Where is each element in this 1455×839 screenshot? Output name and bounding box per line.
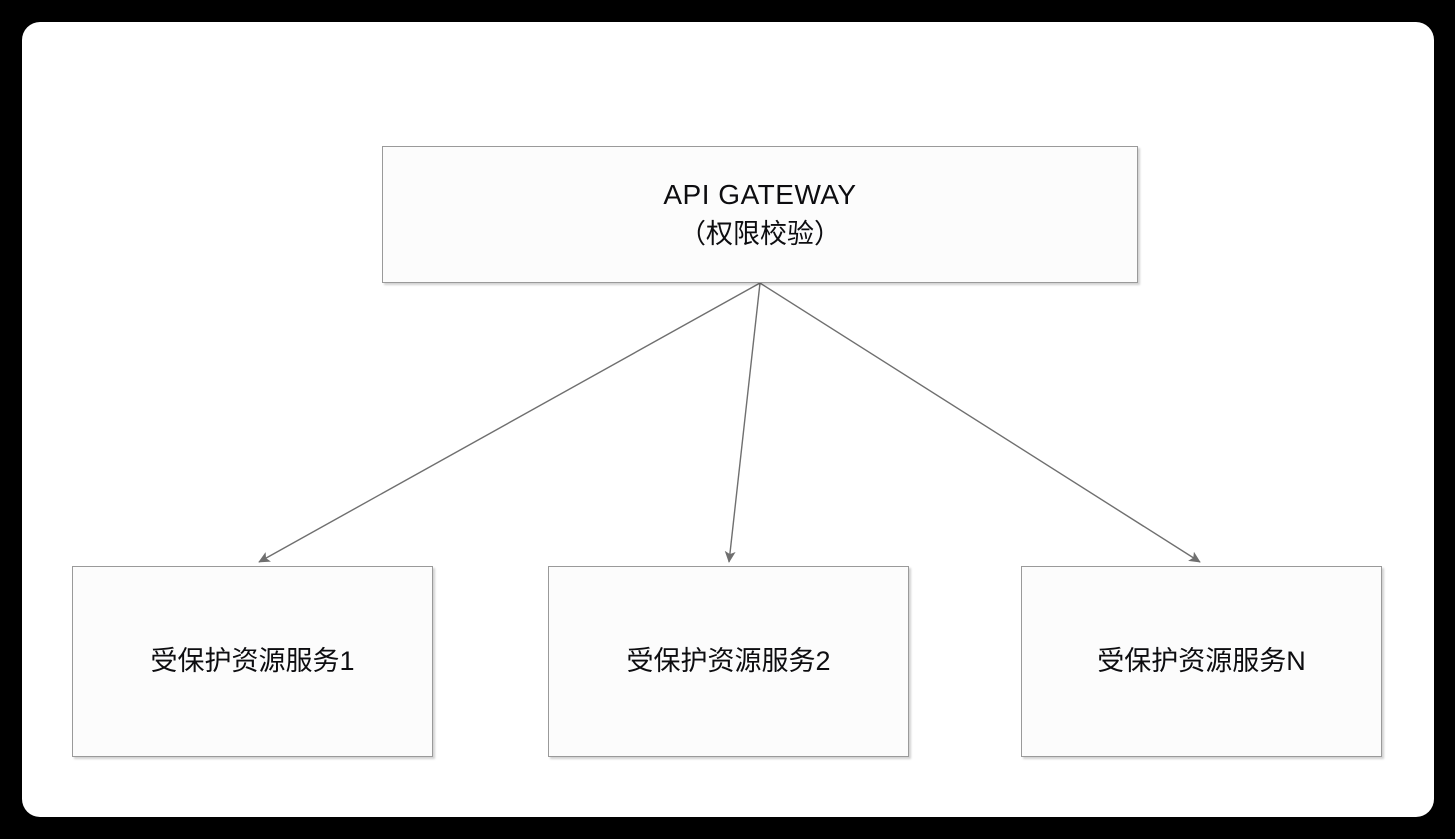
- node-api-gateway-title: API GATEWAY: [663, 179, 857, 211]
- edge-gateway-to-service-1: [258, 282, 761, 563]
- node-protected-service-3[interactable]: 受保护资源服务N: [1021, 566, 1382, 757]
- edge-gateway-to-service-2: [724, 282, 761, 563]
- diagram-card: API GATEWAY （权限校验） 受保护资源服务1 受保护资源服务2 受保护…: [22, 22, 1434, 817]
- node-api-gateway-subtitle: （权限校验）: [679, 219, 841, 250]
- node-api-gateway[interactable]: API GATEWAY （权限校验）: [382, 146, 1138, 283]
- node-protected-service-1[interactable]: 受保护资源服务1: [72, 566, 433, 757]
- edge-gateway-to-service-3: [759, 282, 1201, 563]
- diagram-canvas: API GATEWAY （权限校验） 受保护资源服务1 受保护资源服务2 受保护…: [22, 22, 1434, 817]
- node-protected-service-1-label: 受保护资源服务1: [150, 646, 355, 677]
- node-protected-service-2[interactable]: 受保护资源服务2: [548, 566, 909, 757]
- node-protected-service-3-label: 受保护资源服务N: [1097, 646, 1306, 677]
- node-protected-service-2-label: 受保护资源服务2: [626, 646, 831, 677]
